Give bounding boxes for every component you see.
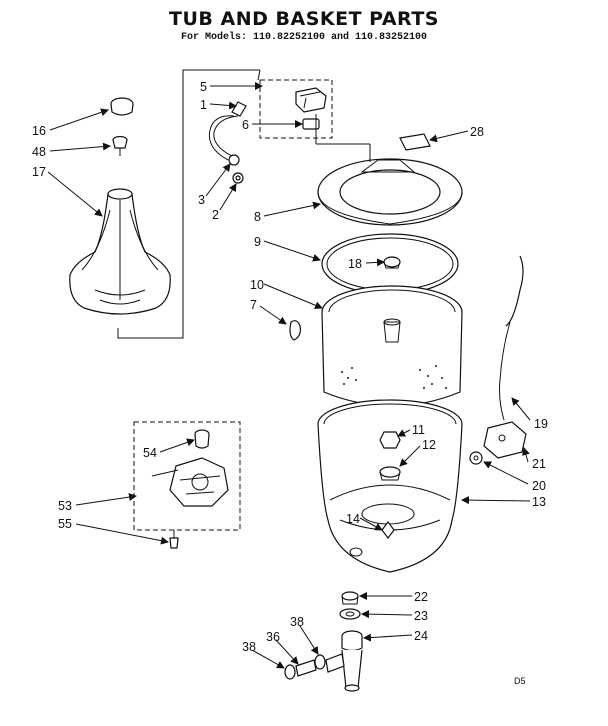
callout-1: 1 bbox=[200, 98, 207, 112]
drive-block-part bbox=[383, 256, 401, 269]
tub-grommet-part bbox=[381, 521, 395, 539]
callout-9: 9 bbox=[254, 235, 261, 249]
nozzle-clip-part bbox=[302, 118, 320, 130]
pump-group-box bbox=[133, 421, 241, 531]
callout-12: 12 bbox=[422, 438, 436, 452]
switch-nut-part bbox=[469, 451, 483, 465]
callout-22: 22 bbox=[414, 590, 428, 604]
callout-11: 11 bbox=[412, 423, 425, 437]
water-level-switch-part bbox=[483, 421, 527, 459]
callout-6: 6 bbox=[242, 118, 249, 132]
hose-clamp-part bbox=[232, 172, 244, 184]
callout-20: 20 bbox=[532, 479, 546, 493]
callout-13: 13 bbox=[532, 495, 546, 509]
drain-clamp-part-2 bbox=[284, 664, 296, 680]
callout-38: 38 bbox=[290, 615, 304, 629]
callout-28: 28 bbox=[470, 125, 484, 139]
agitator-cap-part bbox=[110, 97, 134, 116]
pump-part bbox=[151, 457, 229, 507]
callout-38-lower: 38 bbox=[242, 640, 256, 654]
callout-24: 24 bbox=[414, 629, 428, 643]
callout-8: 8 bbox=[254, 210, 261, 224]
callout-54: 54 bbox=[143, 446, 157, 460]
diagram-subtitle: For Models: 110.82252100 and 110.8325210… bbox=[180, 32, 428, 43]
callout-18: 18 bbox=[348, 257, 362, 271]
diagram-title: TUB AND BASKET PARTS bbox=[169, 8, 439, 30]
leader-lines bbox=[47, 82, 531, 669]
drain-nut-part bbox=[341, 591, 359, 605]
callout-53: 53 bbox=[58, 499, 72, 513]
fill-hose-group-box bbox=[259, 79, 333, 139]
tub-part bbox=[317, 399, 463, 573]
tub-cover-part bbox=[317, 158, 463, 226]
callout-10: 10 bbox=[250, 278, 264, 292]
fill-hose-part bbox=[208, 101, 247, 166]
callout-14: 14 bbox=[346, 512, 360, 526]
callout-labels: 16 48 17 5 1 6 3 2 28 8 9 18 10 7 11 12 … bbox=[32, 80, 548, 686]
callout-55: 55 bbox=[58, 517, 72, 531]
callout-23: 23 bbox=[414, 609, 428, 623]
callout-16: 16 bbox=[32, 124, 46, 138]
callout-5: 5 bbox=[200, 80, 207, 94]
tub-bearing-part bbox=[379, 466, 401, 481]
callout-7: 7 bbox=[250, 298, 257, 312]
drain-connector-part bbox=[295, 659, 317, 677]
callout-36: 36 bbox=[266, 630, 280, 644]
tub-seal-part bbox=[379, 431, 401, 449]
basket-part bbox=[321, 285, 463, 407]
pump-grommet-part bbox=[194, 429, 210, 449]
pressure-tube-part bbox=[499, 255, 524, 421]
drain-spud-part bbox=[341, 630, 363, 652]
basket-plug-part bbox=[289, 320, 301, 341]
fill-nozzle-part bbox=[295, 87, 327, 113]
agitator-part bbox=[69, 188, 171, 315]
drain-washer-part bbox=[339, 608, 361, 620]
drawing-code: D5 bbox=[514, 676, 526, 686]
callout-2: 2 bbox=[212, 208, 219, 222]
callout-3: 3 bbox=[198, 193, 205, 207]
callout-21: 21 bbox=[532, 457, 546, 471]
drain-clamp-part bbox=[314, 654, 326, 670]
callout-19: 19 bbox=[534, 417, 548, 431]
pump-screw-part bbox=[169, 530, 179, 549]
drain-hose-part bbox=[325, 649, 363, 692]
callout-17: 17 bbox=[32, 165, 46, 179]
tub-cover-seal-part bbox=[399, 133, 431, 151]
callout-48: 48 bbox=[32, 145, 46, 159]
basket-perforations bbox=[340, 364, 448, 390]
agitator-bearing-part bbox=[112, 135, 128, 156]
agitator-group-bracket bbox=[117, 69, 260, 339]
